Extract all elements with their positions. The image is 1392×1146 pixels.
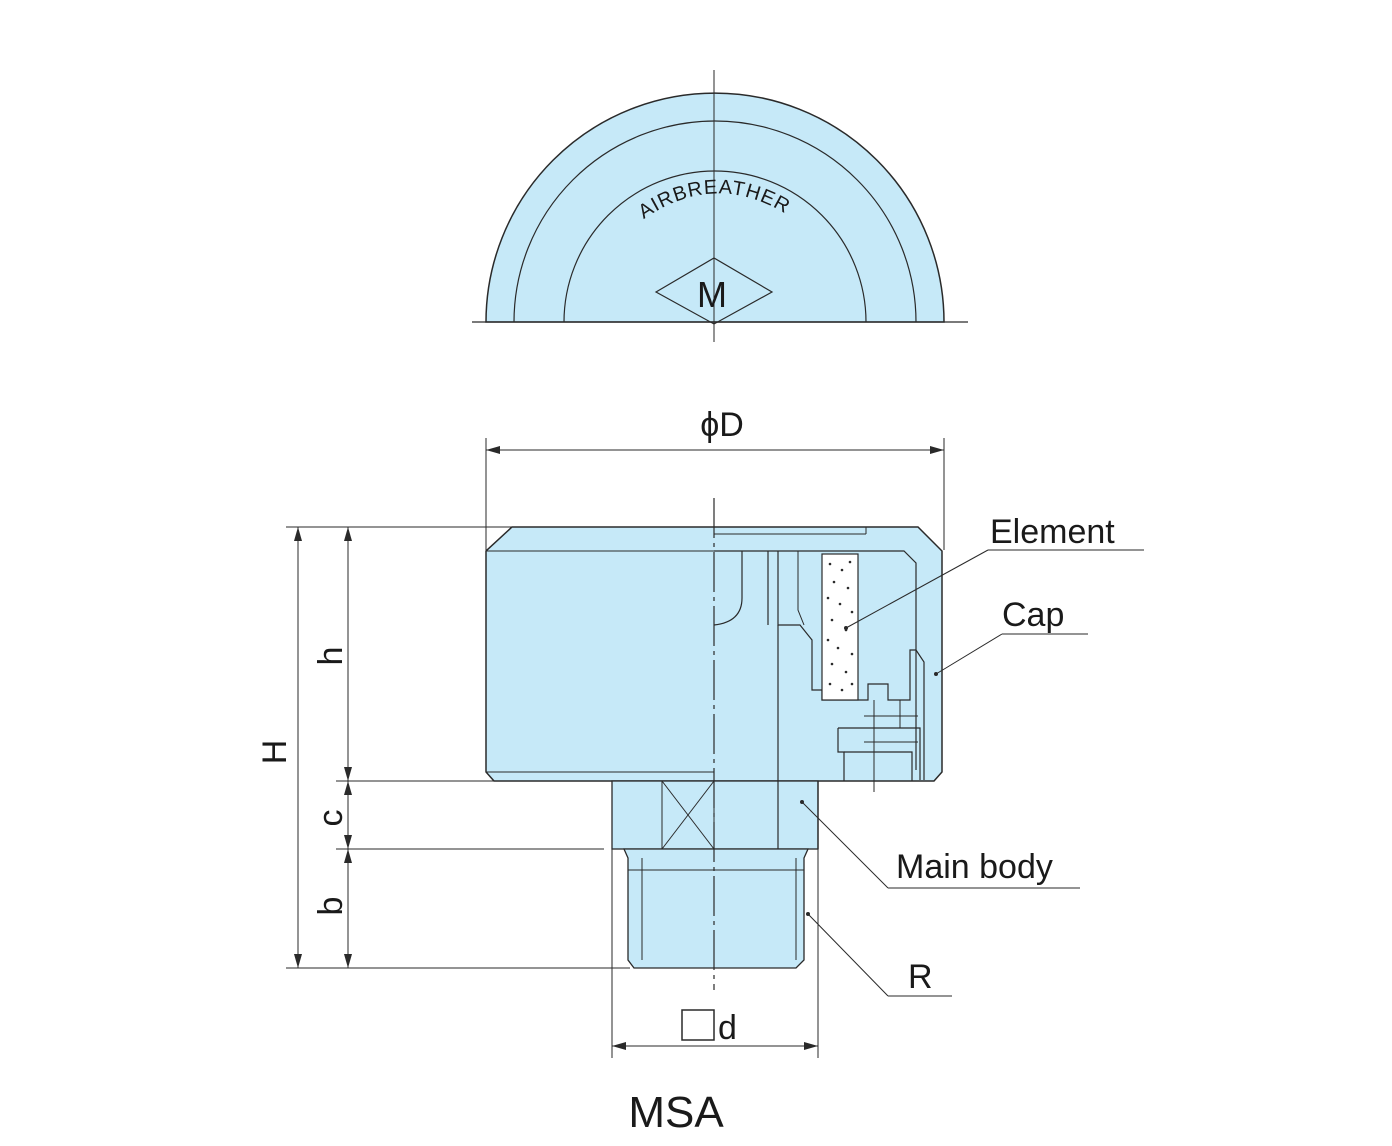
main-body-callout: Main body	[896, 848, 1053, 886]
logo-diamond-icon	[654, 257, 774, 325]
square-symbol-icon	[681, 1009, 715, 1041]
logo-letter: M	[697, 274, 727, 315]
hex-section	[611, 780, 819, 850]
outer-dome	[485, 92, 945, 323]
cap-callout: Cap	[1002, 596, 1064, 634]
c-label: c	[312, 810, 350, 827]
side-view: ϕD	[256, 406, 1144, 1058]
H-label: H	[256, 740, 294, 765]
model-name: MSA	[628, 1088, 724, 1137]
h-label: h	[312, 647, 350, 666]
diameter-label: ϕD	[700, 406, 744, 444]
top-view: M AIRBREATHER	[472, 70, 968, 342]
inner-ring-1	[513, 120, 917, 323]
thread-section	[622, 848, 810, 969]
thread-callout: R	[908, 958, 933, 996]
element-callout: Element	[990, 513, 1115, 551]
b-label: b	[312, 897, 350, 916]
d-label: d	[718, 1009, 737, 1047]
element-dots	[826, 560, 854, 692]
element-porous	[821, 553, 859, 701]
inner-ring-2	[563, 170, 867, 323]
